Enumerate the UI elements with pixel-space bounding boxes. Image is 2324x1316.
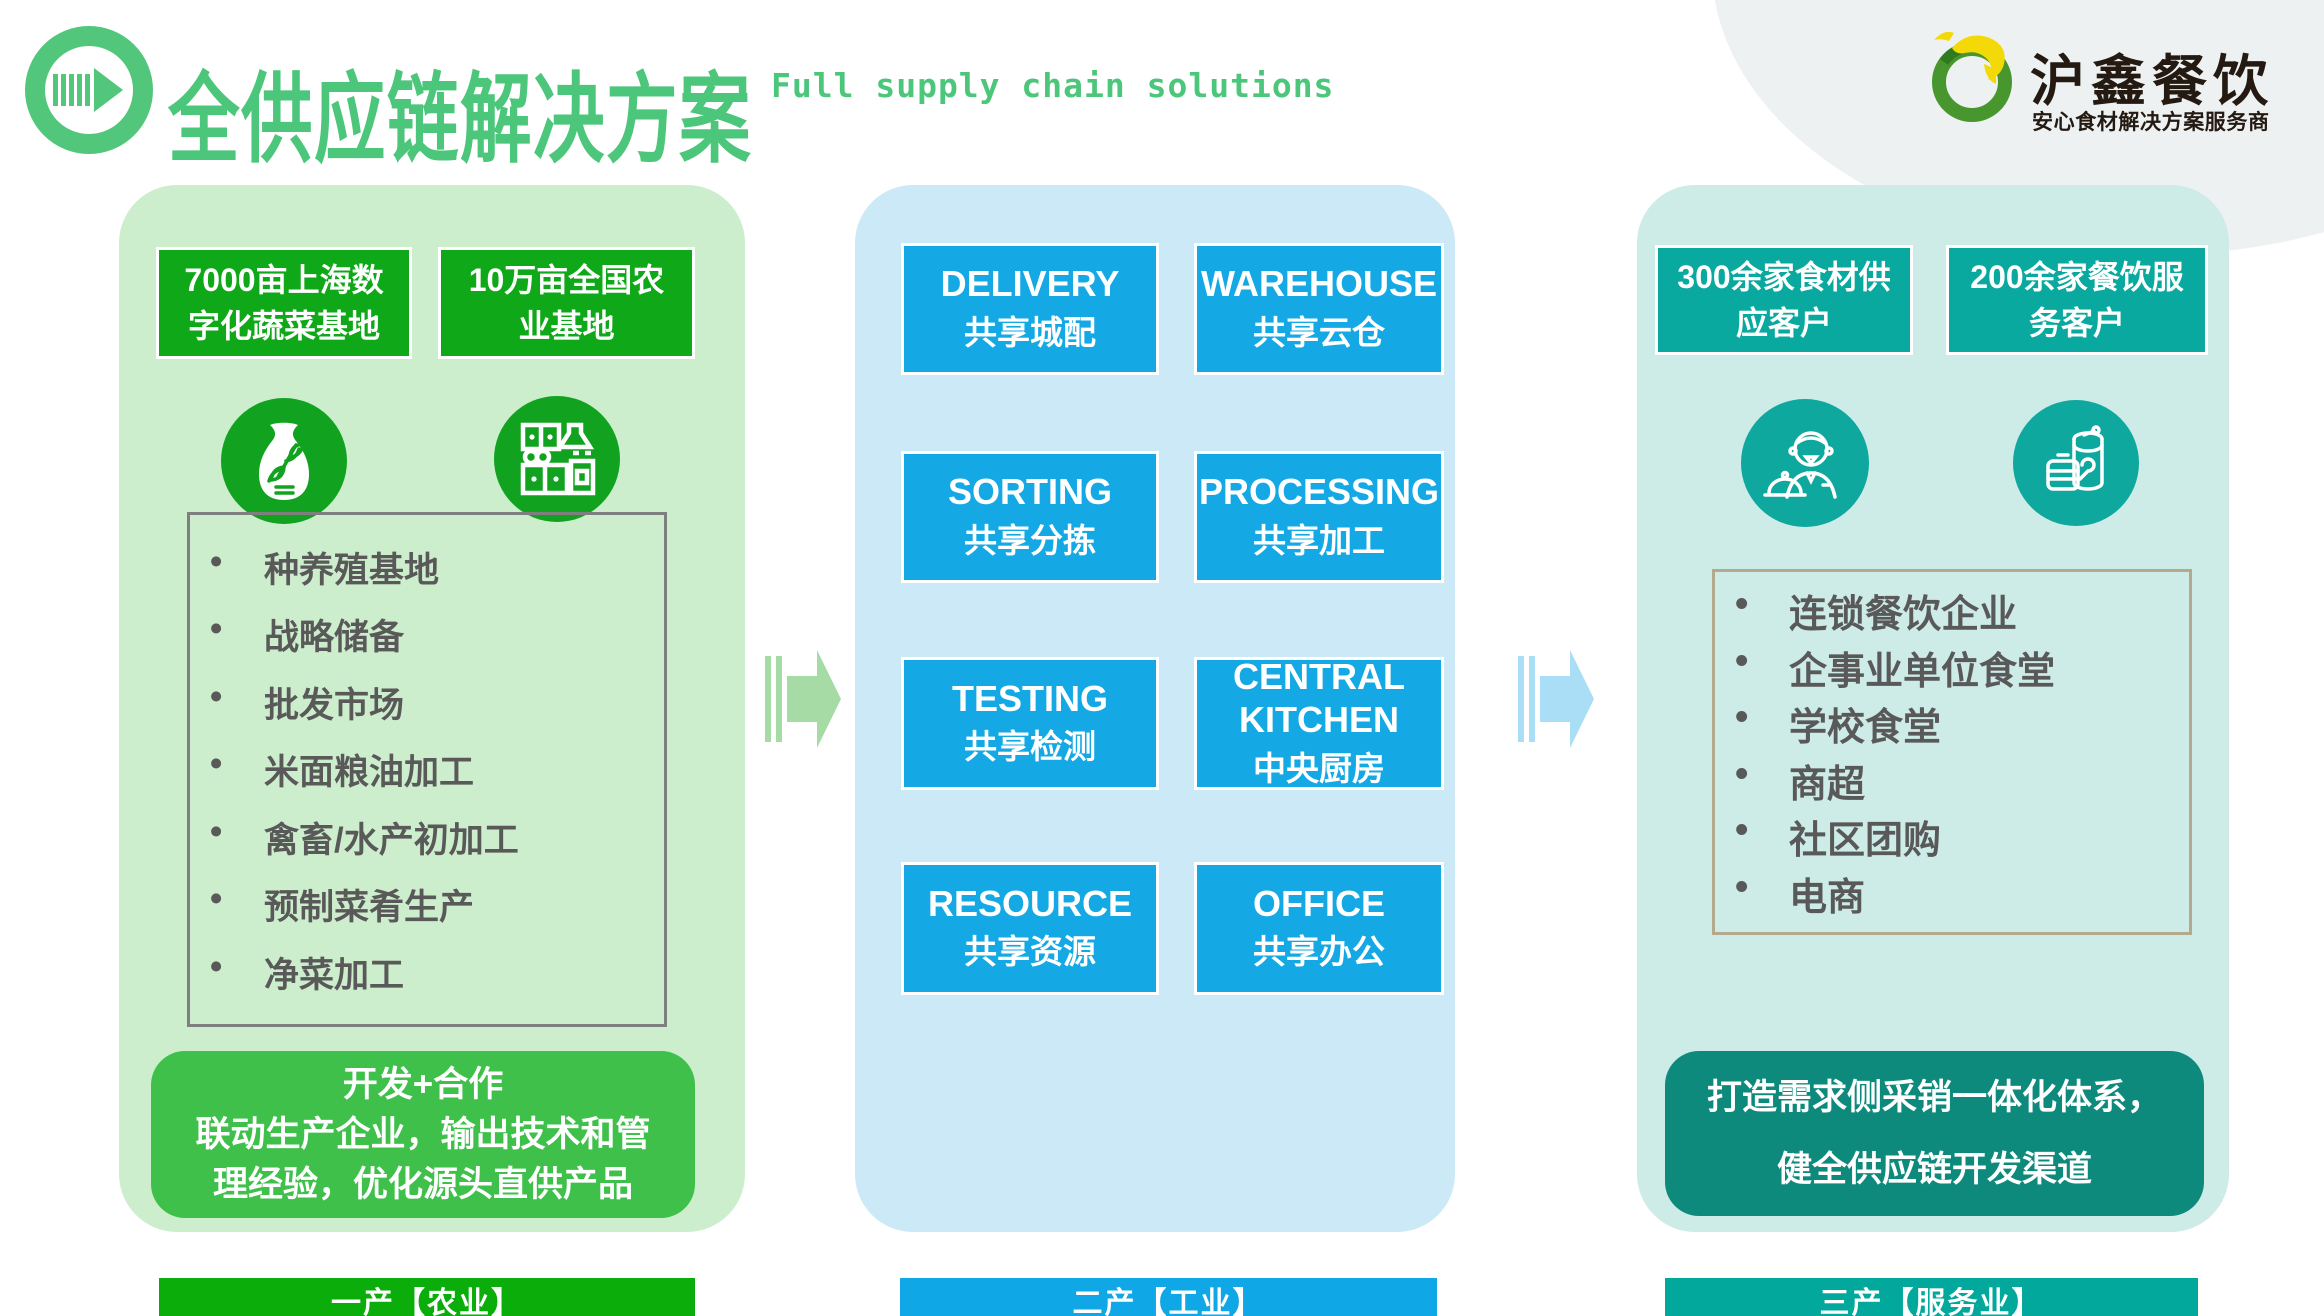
box-label-zh: 共享加工 bbox=[1253, 521, 1385, 559]
company-logo: 沪鑫餐饮 安心食材解决方案服务商 bbox=[1922, 20, 2282, 135]
agriculture-stat-box-2: 10万亩全国农 业基地 bbox=[438, 247, 695, 359]
box-label-zh: 共享城配 bbox=[964, 313, 1096, 351]
footer-bar-agriculture: 一产【农业】 bbox=[159, 1278, 695, 1316]
box-label-zh: 共享云仓 bbox=[1253, 313, 1385, 351]
list-item: 净菜加工 bbox=[190, 947, 664, 998]
services-stat-box-2: 200余家餐饮服 务客户 bbox=[1946, 245, 2208, 355]
box-label-zh: 共享分拣 bbox=[964, 521, 1096, 559]
list-item: 连锁餐饮企业 bbox=[1715, 583, 2189, 638]
highlight-line: 联动生产企业，输出技术和管 bbox=[195, 1114, 651, 1154]
footer-bar-services: 三产【服务业】 bbox=[1665, 1278, 2198, 1316]
box-label-en: TESTING bbox=[951, 677, 1108, 719]
stat-line: 7000亩上海数 bbox=[184, 261, 384, 298]
industry-box-delivery: DELIVERY 共享城配 bbox=[901, 243, 1159, 375]
page-title: 全供应链解决方案 bbox=[168, 64, 968, 186]
logo-name: 沪鑫餐饮 bbox=[2030, 50, 2275, 112]
footer-bar-industry: 二产【工业】 bbox=[900, 1278, 1437, 1316]
stat-line: 200余家餐饮服 bbox=[1970, 258, 2184, 295]
page-title-text: 全供应链解决方案 bbox=[168, 64, 753, 174]
stat-line: 应客户 bbox=[1735, 305, 1832, 341]
grain-sack-icon bbox=[221, 398, 347, 524]
box-label-en: OFFICE bbox=[1253, 882, 1385, 924]
agriculture-list: 种养殖基地 战略储备 批发市场 米面粮油加工 禽畜/水产初加工 预制菜肴生产 净… bbox=[187, 512, 667, 1027]
list-item: 社区团购 bbox=[1715, 809, 2189, 864]
dragon-brush-circle-icon bbox=[1922, 22, 2024, 130]
agriculture-stat-box-1: 7000亩上海数 字化蔬菜基地 bbox=[156, 247, 412, 359]
highlight-line: 打造需求侧采销一体化体系， bbox=[1706, 1077, 2162, 1117]
list-item: 米面粮油加工 bbox=[190, 744, 664, 795]
column-industry: DELIVERY 共享城配 WAREHOUSE 共享云仓 SORTING 共享分… bbox=[855, 185, 1455, 1232]
box-label-zh: 共享检测 bbox=[964, 728, 1096, 765]
arrow-right-green-icon bbox=[765, 650, 841, 748]
services-stat-box-1: 300余家食材供 应客户 bbox=[1655, 245, 1913, 355]
processing-plant-icon bbox=[494, 396, 620, 522]
box-label-en: WAREHOUSE bbox=[1200, 263, 1438, 305]
stat-line: 务客户 bbox=[2028, 305, 2125, 341]
arrow-right-blue-icon bbox=[1518, 650, 1594, 748]
highlight-line: 理经验，优化源头直供产品 bbox=[212, 1164, 633, 1204]
industry-box-resource: RESOURCE 共享资源 bbox=[901, 862, 1159, 995]
column-agriculture: 7000亩上海数 字化蔬菜基地 10万亩全国农 业基地 bbox=[119, 185, 745, 1232]
box-label-en: CENTRAL KITCHEN bbox=[1233, 656, 1405, 741]
industry-box-central-kitchen: CENTRAL KITCHEN 中央厨房 bbox=[1194, 656, 1444, 790]
box-label-en: SORTING bbox=[947, 471, 1112, 513]
box-label-zh: 共享办公 bbox=[1253, 933, 1385, 970]
services-highlight-box: 打造需求侧采销一体化体系， 健全供应链开发渠道 bbox=[1665, 1051, 2204, 1216]
list-item: 禽畜/水产初加工 bbox=[190, 812, 664, 863]
stat-line: 300余家食材供 bbox=[1677, 258, 1891, 295]
stat-line: 10万亩全国农 bbox=[468, 261, 665, 298]
list-item: 企事业单位食堂 bbox=[1715, 640, 2189, 695]
industry-box-processing: PROCESSING 共享加工 bbox=[1194, 451, 1444, 583]
list-item: 战略储备 bbox=[190, 609, 664, 660]
canned-food-icon bbox=[2013, 400, 2139, 526]
industry-box-warehouse: WAREHOUSE 共享云仓 bbox=[1194, 243, 1444, 375]
arrow-right-badge-icon bbox=[25, 26, 153, 154]
box-label-en: RESOURCE bbox=[927, 882, 1133, 924]
box-label-zh: 共享资源 bbox=[964, 933, 1096, 970]
box-label-en: DELIVERY bbox=[940, 263, 1120, 305]
agriculture-highlight-box: 开发+合作 联动生产企业，输出技术和管 理经验，优化源头直供产品 bbox=[151, 1051, 695, 1218]
column-services: 300余家食材供 应客户 200余家餐饮服 务客户 bbox=[1637, 185, 2229, 1232]
list-item: 种养殖基地 bbox=[190, 542, 664, 593]
highlight-line: 开发+合作 bbox=[342, 1064, 504, 1104]
waiter-icon bbox=[1741, 399, 1869, 527]
list-item: 电商 bbox=[1715, 866, 2189, 921]
industry-box-testing: TESTING 共享检测 bbox=[901, 657, 1159, 790]
logo-tagline: 安心食材解决方案服务商 bbox=[2032, 111, 2270, 134]
list-item: 预制菜肴生产 bbox=[190, 879, 664, 930]
list-item: 学校食堂 bbox=[1715, 696, 2189, 751]
box-label-zh: 中央厨房 bbox=[1253, 749, 1385, 787]
highlight-line: 健全供应链开发渠道 bbox=[1776, 1149, 2092, 1189]
stat-line: 字化蔬菜基地 bbox=[187, 308, 380, 344]
services-list: 连锁餐饮企业 企事业单位食堂 学校食堂 商超 社区团购 电商 bbox=[1712, 569, 2192, 935]
list-item: 批发市场 bbox=[190, 677, 664, 728]
industry-box-office: OFFICE 共享办公 bbox=[1194, 862, 1444, 995]
box-label-en: PROCESSING bbox=[1198, 471, 1440, 513]
industry-box-sorting: SORTING 共享分拣 bbox=[901, 451, 1159, 583]
page-title-english: Full supply chain solutions bbox=[771, 66, 1335, 105]
stat-line: 业基地 bbox=[518, 308, 615, 344]
list-item: 商超 bbox=[1715, 753, 2189, 808]
